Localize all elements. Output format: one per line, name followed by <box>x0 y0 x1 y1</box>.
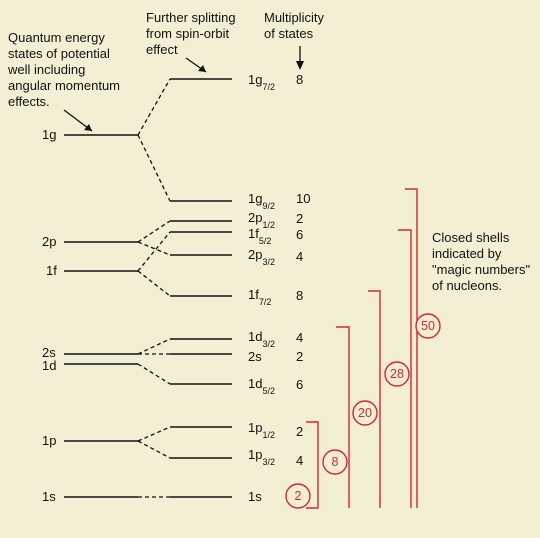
split-label-1d-3-2: 1d3/2 <box>248 329 275 349</box>
annotation-arrowhead <box>198 65 206 72</box>
magic-number-28: 28 <box>390 367 404 381</box>
bracket-2 <box>306 421 319 509</box>
split-label-1s: 1s <box>248 489 262 504</box>
connector-1p-1-2 <box>137 426 171 442</box>
connector-2p-3-2 <box>137 241 171 256</box>
split-label-1p-3-2: 1p3/2 <box>248 447 275 467</box>
multiplicity-1p-3-2: 4 <box>296 453 303 468</box>
annotation-line: well including <box>7 62 85 77</box>
connector-1f-7-2 <box>137 270 171 297</box>
annotation-quantum-states: Quantum energy states of potential well … <box>7 30 120 132</box>
connector-1g-7-2 <box>137 78 171 136</box>
split-label-1d-5-2: 1d5/2 <box>248 376 275 396</box>
multiplicity-1g-9-2: 10 <box>296 191 310 206</box>
magic-number-50: 50 <box>421 319 435 333</box>
annotation-line: effect <box>146 42 178 57</box>
connector-2p-1-2 <box>137 220 171 243</box>
split-label-1f-7-2: 1f7/2 <box>248 287 271 307</box>
magic-number-2: 2 <box>295 489 302 503</box>
annotation-arrowhead <box>84 124 92 131</box>
split-label-2s: 2s <box>248 349 262 364</box>
split-label-1g-9-2: 1g9/2 <box>248 191 275 211</box>
connector-1p-3-2 <box>137 440 171 459</box>
annotation-multiplicity: Multiplicity of states <box>264 10 324 70</box>
level-label-2p: 2p <box>42 234 56 249</box>
connector-1f-5-2 <box>137 231 171 272</box>
multiplicity-1g-7-2: 8 <box>296 72 303 87</box>
level-label-1f: 1f <box>46 263 57 278</box>
split-label-2p-3-2: 2p3/2 <box>248 247 275 267</box>
split-label-1g-7-2: 1g7/2 <box>248 72 275 92</box>
multiplicity-1f-7-2: 8 <box>296 288 303 303</box>
multiplicity-2p-1-2: 2 <box>296 211 303 226</box>
multiplicity-1p-1-2: 2 <box>296 424 303 439</box>
magic-circle-20 <box>352 400 378 426</box>
splitting-connectors <box>137 78 171 498</box>
magic-number-circles: 2 8 20 28 50 <box>285 313 441 509</box>
annotation-line: Quantum energy <box>8 30 105 45</box>
annotation-line: from spin-orbit <box>146 26 229 41</box>
connector-1d-5-2 <box>137 363 171 385</box>
bracket-50 <box>405 188 418 508</box>
annotation-closed-shells: Closed shells indicated by "magic number… <box>432 230 530 293</box>
split-label-2p-1-2: 2p1/2 <box>248 210 275 230</box>
magic-number-8: 8 <box>332 455 339 469</box>
multiplicity-1f-5-2: 6 <box>296 227 303 242</box>
annotation-line: indicated by <box>432 246 502 261</box>
bracket-20 <box>368 290 381 508</box>
multiplicity-2p-3-2: 4 <box>296 249 303 264</box>
annotation-line: of states <box>264 26 314 41</box>
connector-1g-9-2 <box>137 134 171 202</box>
annotation-line: effects. <box>8 94 50 109</box>
connector-1d-3-2 <box>137 338 171 355</box>
split-label-1p-1-2: 1p1/2 <box>248 420 275 440</box>
magic-circle-28 <box>384 361 410 387</box>
unsplit-levels: 1g 2p 1f 2s 1d 1p 1s <box>42 127 138 504</box>
annotation-line: Closed shells <box>432 230 510 245</box>
level-label-1p: 1p <box>42 433 56 448</box>
annotation-line: states of potential <box>8 46 110 61</box>
annotation-line: Multiplicity <box>264 10 324 25</box>
level-label-2s: 2s <box>42 345 56 360</box>
annotation-arrowhead <box>296 61 304 70</box>
level-label-1d: 1d <box>42 358 56 373</box>
magic-number-20: 20 <box>358 406 372 420</box>
level-label-1s: 1s <box>42 489 56 504</box>
annotation-line: "magic numbers" <box>432 262 530 277</box>
annotation-line: of nucleons. <box>432 278 502 293</box>
bracket-8 <box>336 326 350 508</box>
magic-number-brackets <box>306 188 418 509</box>
annotation-line: Further splitting <box>146 10 236 25</box>
annotation-line: angular momentum <box>8 78 120 93</box>
level-label-1g: 1g <box>42 127 56 142</box>
multiplicity-2s: 2 <box>296 349 303 364</box>
split-levels: 1g7/2 8 1g9/2 10 2p1/2 2 1f5/2 6 2p3/2 4… <box>170 72 310 504</box>
bracket-28 <box>398 229 412 508</box>
magic-circle-50 <box>415 313 441 339</box>
multiplicity-1d-5-2: 6 <box>296 377 303 392</box>
magic-circle-2 <box>285 483 311 509</box>
annotation-spin-orbit: Further splitting from spin-orbit effect <box>146 10 236 73</box>
multiplicity-1d-3-2: 4 <box>296 330 303 345</box>
magic-circle-8 <box>322 449 348 475</box>
split-label-1f-5-2: 1f5/2 <box>248 226 271 246</box>
